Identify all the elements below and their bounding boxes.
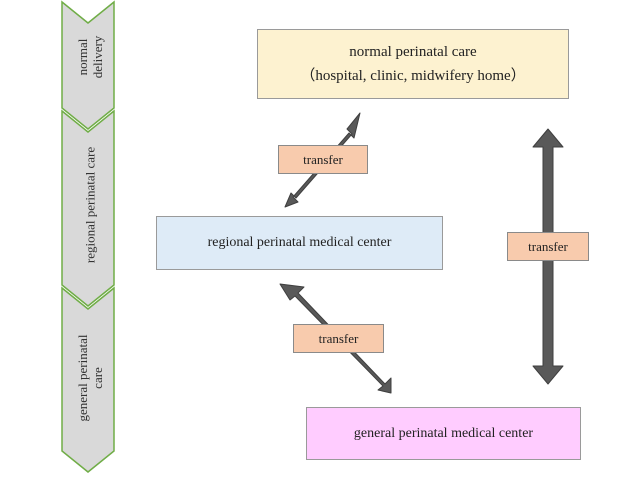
normal-perinatal-care-box: normal perinatal care （hospital, clinic,… [257, 29, 569, 99]
transfer-text: transfer [303, 151, 343, 167]
general-perinatal-center-box: general perinatal medical center [306, 407, 581, 460]
general-center-label: general perinatal medical center [353, 425, 534, 441]
transfer-text: transfer [528, 238, 568, 254]
transfer-label-normal-regional: transfer [278, 145, 368, 174]
transfer-label-regional-general: transfer [293, 324, 384, 353]
chevron-regional-perinatal-care [61, 109, 115, 307]
normal-care-title: normal perinatal care [349, 44, 477, 60]
transfer-text: transfer [318, 330, 359, 346]
chevron-normal-delivery [61, 0, 115, 130]
double-arrow-regional-general-icon [279, 283, 392, 394]
normal-care-facilities: （hospital, clinic, midwifery home） [300, 68, 526, 84]
transfer-label-normal-general: transfer [507, 232, 589, 261]
regional-center-label: regional perinatal medical center [207, 235, 392, 250]
chevron-general-perinatal-care [61, 286, 115, 473]
double-arrow-normal-regional-icon [284, 112, 361, 208]
regional-perinatal-center-box: regional perinatal medical center [156, 216, 443, 270]
